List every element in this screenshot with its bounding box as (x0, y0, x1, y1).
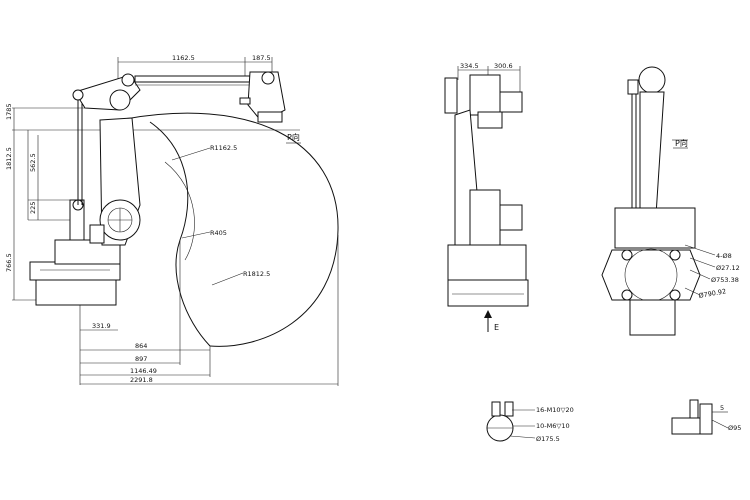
callout-d790-92: Ø790.92 (698, 287, 727, 300)
rear-view-label: P向 (675, 138, 688, 148)
front-base (447, 279, 529, 307)
callout-10-m6: 10-M6▽10 (536, 422, 570, 430)
radius-r405: R405 (210, 229, 227, 237)
detail-e (486, 401, 536, 442)
radius-r1162-5: R1162.5 (210, 144, 237, 152)
callout-d753-38: Ø753.38 (711, 276, 739, 284)
callout-d27-12: Ø27.12 (716, 264, 740, 272)
front-upper-motor (444, 77, 458, 114)
rear-view (601, 66, 716, 336)
front-wrist-motor (499, 91, 523, 113)
dim-187-5: 187.5 (252, 54, 271, 62)
bolt-hole (669, 289, 681, 301)
dim-1146-49: 1146.49 (130, 367, 157, 375)
dim-331-9: 331.9 (92, 322, 111, 330)
rear-top-joint (638, 66, 666, 94)
rear-arm (639, 91, 665, 216)
rear-pedestal (629, 299, 676, 336)
envelope-mid-arc (164, 161, 195, 261)
motor-block (89, 224, 105, 244)
robot-base-pedestal (35, 279, 117, 306)
view-label-p: P向 (287, 132, 300, 142)
detail-post (491, 401, 501, 417)
forearm-bar (134, 75, 256, 83)
callout-4-d8: 4-Ø8 (716, 252, 732, 260)
dim-766-5: 766.5 (5, 253, 13, 272)
rear-rod-cap (627, 79, 639, 95)
bolt-hole (621, 289, 633, 301)
leader (689, 269, 711, 280)
dim-300-6: 300.6 (494, 62, 513, 70)
front-upper-housing (469, 74, 501, 116)
arrow-label-e: E (494, 323, 499, 332)
callout-5: 5 (720, 404, 724, 412)
leader (689, 257, 716, 268)
wrist-motor (239, 97, 251, 105)
link-pin (72, 89, 84, 101)
elbow-pin (121, 73, 135, 87)
detail-post (504, 401, 514, 417)
bolt-hole (669, 249, 681, 261)
leader-r2 (181, 231, 211, 239)
callout-d175-5: Ø175.5 (536, 435, 560, 443)
arrow-e-head (484, 310, 492, 318)
dim-334-5: 334.5 (460, 62, 479, 70)
robot-base-plate (29, 261, 121, 281)
dim-1812-5: 1812.5 (5, 147, 13, 170)
rear-turret (614, 207, 696, 249)
side-view (12, 57, 339, 386)
front-view (444, 66, 529, 332)
leader (684, 244, 716, 256)
front-joint-housing (469, 189, 501, 256)
front-flange (477, 111, 503, 129)
dim-225: 225 (29, 202, 37, 214)
front-side-motor (499, 204, 523, 231)
rear-base-octagon (601, 249, 701, 301)
bolt-hole (621, 249, 633, 261)
wrist-joint (261, 71, 275, 85)
dim-562-5: 562.5 (29, 153, 37, 172)
leader (684, 287, 701, 296)
end-motor (689, 399, 699, 419)
dim-1785: 1785 (5, 103, 13, 120)
callout-d95: Ø95 (728, 424, 741, 432)
end-flange (257, 111, 283, 123)
end-plate (699, 403, 713, 435)
leader-r1 (171, 147, 211, 161)
front-turret (447, 244, 527, 281)
radius-r1812-5: R1812.5 (243, 270, 270, 278)
leader (711, 419, 729, 429)
detail-end (671, 399, 729, 435)
dim-864: 864 (135, 342, 147, 350)
dim-2291-8: 2291.8 (130, 376, 153, 384)
shoulder-joint (109, 89, 131, 111)
leader-r3 (211, 272, 244, 286)
leader (509, 435, 536, 439)
dim-1162-5: 1162.5 (172, 54, 195, 62)
envelope-outer-arc (119, 112, 339, 347)
callout-16-m10: 16-M10▽20 (536, 406, 574, 414)
dim-897: 897 (135, 355, 147, 363)
